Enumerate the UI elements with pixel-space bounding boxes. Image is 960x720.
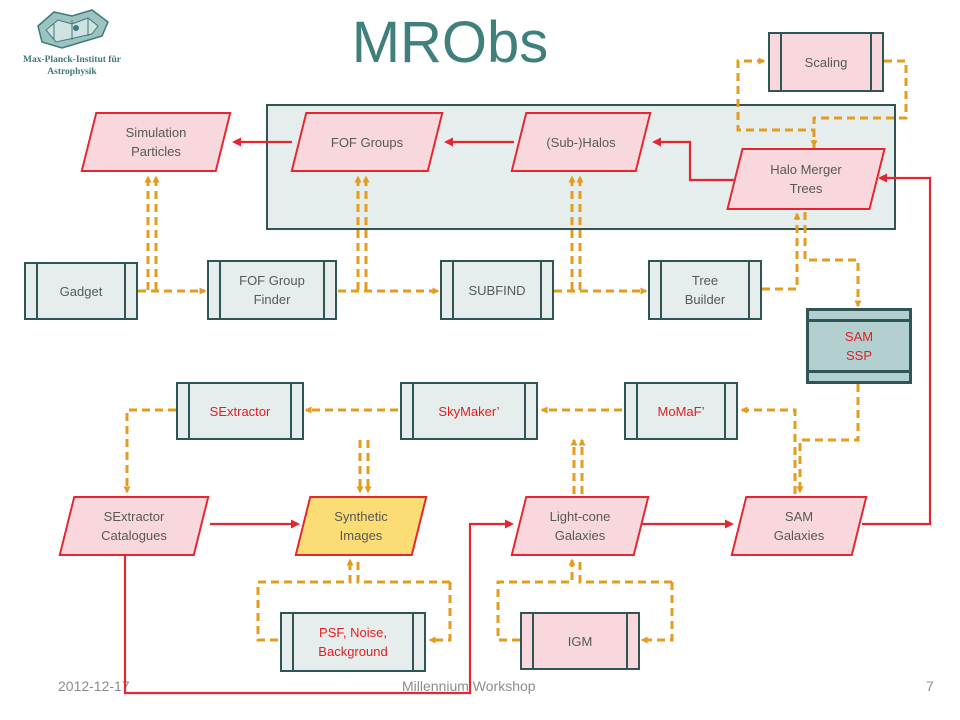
sub-halos-data[interactable]: (Sub-)Halos	[510, 112, 652, 172]
slide-title: MRObs	[351, 10, 549, 75]
footer-date: 2012-12-17	[58, 678, 130, 694]
footer-page-number: 7	[926, 678, 934, 694]
logo-text-line1: Max-Planck-Institut für	[23, 55, 121, 65]
sub-halos-label: (Sub-)Halos	[546, 134, 616, 150]
fof-groups-data[interactable]: FOF Groups	[290, 112, 444, 172]
scaling-label: Scaling	[804, 54, 848, 70]
gadget-box[interactable]: Gadget	[24, 262, 138, 320]
igm-label: IGM	[567, 633, 593, 649]
scaling-box[interactable]: Scaling	[768, 32, 884, 92]
skymaker-box[interactable]: SkyMaker’	[400, 382, 538, 440]
gadget-label: Gadget	[59, 283, 103, 299]
subfind-label: SUBFIND	[468, 282, 526, 298]
footer-event: Millennium Workshop	[402, 678, 536, 694]
sextractor-box[interactable]: SExtractor	[176, 382, 304, 440]
psf-noise-background-label: PSF, Noise,Background	[318, 625, 388, 659]
fof-groups-label: FOF Groups	[330, 134, 404, 150]
sextractor-label: SExtractor	[209, 403, 271, 419]
subfind-box[interactable]: SUBFIND	[440, 260, 554, 320]
momaf-box[interactable]: MoMaF’	[624, 382, 738, 440]
mpa-logo: Max-Planck-Institut für Astrophysik	[14, 6, 130, 98]
logo-text: Max-Planck-Institut für Astrophysik	[14, 54, 130, 78]
igm-box[interactable]: IGM	[520, 612, 640, 670]
logo-text-line2: Astrophysik	[47, 67, 97, 77]
momaf-label: MoMaF’	[657, 403, 705, 419]
skymaker-label: SkyMaker’	[438, 403, 500, 419]
institute-building-icon	[37, 9, 109, 49]
psf-noise-background-box[interactable]: PSF, Noise,Background	[280, 612, 426, 672]
